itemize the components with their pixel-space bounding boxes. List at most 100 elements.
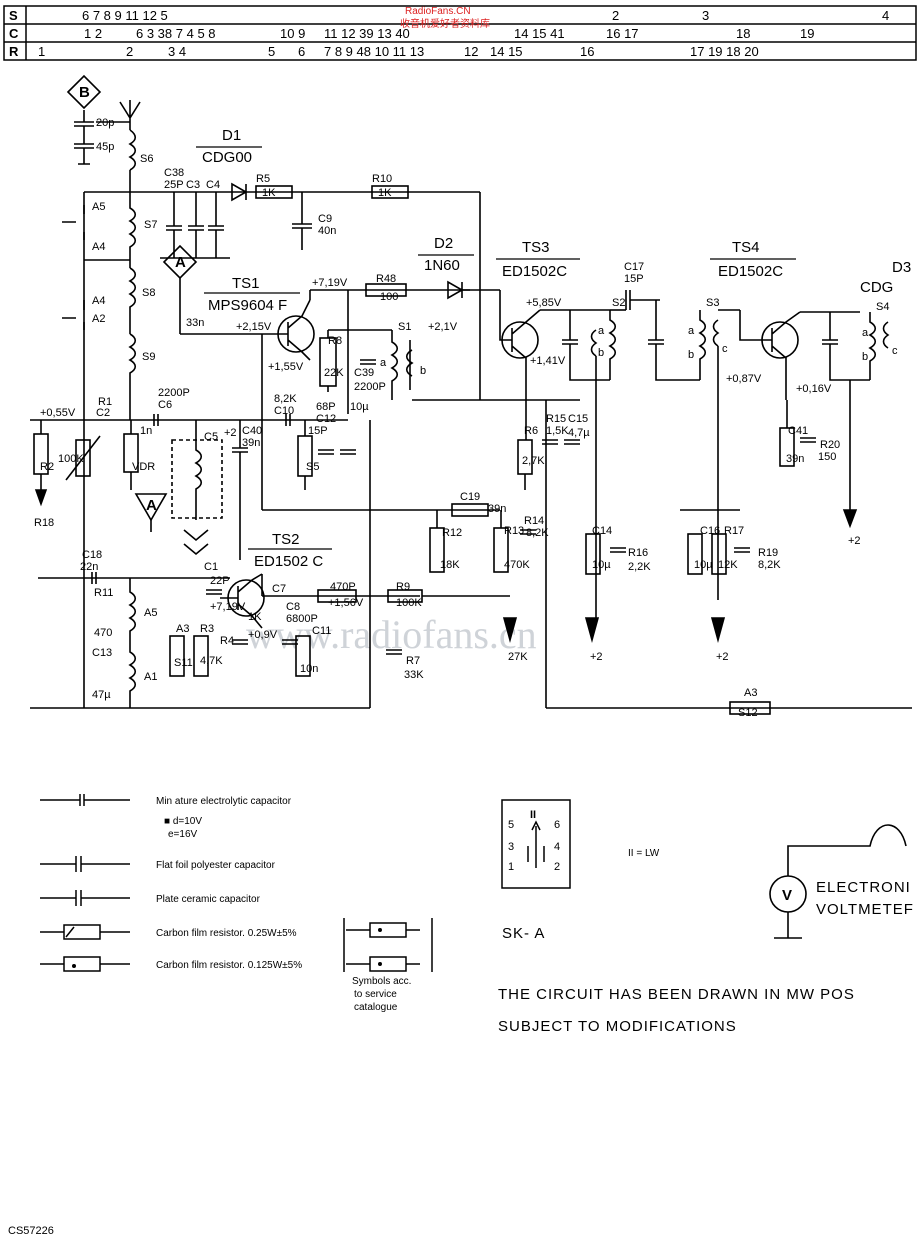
component-label: 45p xyxy=(96,141,114,153)
component-label: 8,2K xyxy=(526,527,549,539)
component-label: R1 xyxy=(98,396,112,408)
terminal-b-label: B xyxy=(79,84,90,101)
index-r-entry: 17 19 18 20 xyxy=(690,44,759,59)
component-label: S9 xyxy=(142,351,155,363)
component-label: C3 xyxy=(186,179,200,191)
component-label: A1 xyxy=(144,671,157,683)
component-label: 4,7µ xyxy=(568,427,590,439)
note-drawn-position: THE CIRCUIT HAS BEEN DRAWN IN MW POS xyxy=(498,986,855,1003)
component-label: a xyxy=(380,357,387,369)
switch-mode: II = LW xyxy=(628,848,660,859)
component-label: R15 xyxy=(546,413,566,425)
symbols-note-1: Symbols acc. xyxy=(352,976,411,987)
component-label: 15P xyxy=(308,425,328,437)
component-label: R5 xyxy=(256,173,270,185)
legend-polyester: Flat foil polyester capacitor xyxy=(156,860,276,871)
component-label: C15 xyxy=(568,413,588,425)
component-label: +2 xyxy=(0,0,13,3)
index-row-c-label: C xyxy=(9,26,19,41)
component-label: 2,2K xyxy=(628,561,651,573)
d1-type: CDG00 xyxy=(202,149,252,166)
ts2-ref: TS2 xyxy=(272,531,300,548)
legend-electrolytic: Min ature electrolytic capacitor xyxy=(156,796,292,807)
note-modifications: SUBJECT TO MODIFICATIONS xyxy=(498,1018,737,1035)
component-label: S8 xyxy=(142,287,155,299)
component-label: C1 xyxy=(204,561,218,573)
component-label: 6800P xyxy=(286,613,318,625)
stage-headings: D1 CDG00 D2 1N60 TS3 ED1502C TS4 ED1502C… xyxy=(196,127,911,570)
component-label: 22n xyxy=(80,561,98,573)
component-label: C11 xyxy=(312,625,331,637)
index-r-entry: 5 xyxy=(268,44,275,59)
component-label: A3 xyxy=(176,623,189,635)
voltmeter-symbol xyxy=(769,824,907,939)
component-label: 40n xyxy=(318,225,336,237)
component-label: +1,56V xyxy=(328,597,364,609)
component-label: S12 xyxy=(738,707,758,719)
component-label: C13 xyxy=(92,647,112,659)
component-label: C4 xyxy=(206,179,220,191)
legend-resistor-0125w: Carbon film resistor. 0.125W±5% xyxy=(156,960,302,971)
component-label: S1 xyxy=(398,321,411,333)
component-label: S11 xyxy=(174,657,193,669)
component-label: C5 xyxy=(204,431,218,443)
component-label: R48 xyxy=(376,273,396,285)
component-label: C41 xyxy=(788,425,808,437)
ts3-ref: TS3 xyxy=(522,239,550,256)
component-label: a xyxy=(688,325,695,337)
component-label: R3 xyxy=(200,623,214,635)
component-label: S4 xyxy=(876,301,889,313)
component-label: A3 xyxy=(744,687,757,699)
component-label: 33n xyxy=(186,317,204,329)
index-c-entry: 18 xyxy=(736,26,750,41)
terminal-a-label: A xyxy=(175,254,186,271)
component-label: 1K xyxy=(378,187,392,199)
component-label: R6 xyxy=(524,425,538,437)
component-label: R11 xyxy=(94,587,113,599)
component-label: 22K xyxy=(324,367,344,379)
index-r-entry: 6 xyxy=(298,44,305,59)
component-label: C8 xyxy=(286,601,300,613)
component-label: a xyxy=(862,327,869,339)
component-label: R19 xyxy=(758,547,778,559)
component-label: 150 xyxy=(818,451,836,463)
index-c-entry: 6 3 38 7 4 5 8 xyxy=(136,26,216,41)
index-c-entry: 16 17 xyxy=(606,26,639,41)
component-label: C17 xyxy=(624,261,644,273)
component-label: +1,55V xyxy=(268,361,304,373)
resistor-dot xyxy=(72,964,76,968)
symbols-note-3: catalogue xyxy=(354,1002,398,1013)
voltmeter-line1: ELECTRONI xyxy=(816,879,911,896)
switch-block xyxy=(501,799,571,889)
index-s-entry: 6 7 8 9 11 12 5 xyxy=(82,8,168,23)
component-label: R7 xyxy=(406,655,420,667)
d3-type: CDG xyxy=(860,279,893,296)
component-label: b xyxy=(420,365,426,377)
index-row-s-label: S xyxy=(9,8,18,23)
component-label: 27K xyxy=(508,651,528,663)
component-label: C10 xyxy=(274,405,294,417)
ts4-type: ED1502C xyxy=(718,263,783,280)
component-label: R4 xyxy=(220,635,234,647)
component-label: R18 xyxy=(34,517,54,529)
ts1-type: MPS9604 F xyxy=(208,297,287,314)
component-label: b xyxy=(598,347,604,359)
component-label: +5,85V xyxy=(526,297,562,309)
component-label: C2 xyxy=(96,407,110,419)
component-label: R14 xyxy=(524,515,544,527)
component-label: C14 xyxy=(592,525,612,537)
component-label: 10µ xyxy=(592,559,611,571)
component-label: C6 xyxy=(158,399,172,411)
d3-ref: D3 xyxy=(892,259,911,276)
component-label: 8,2K xyxy=(274,393,297,405)
component-label: C19 xyxy=(460,491,480,503)
index-row-r-label: R xyxy=(9,44,19,59)
index-r-entry: 16 xyxy=(580,44,594,59)
component-label: R10 xyxy=(372,173,392,185)
component-label: 470K xyxy=(504,559,530,571)
resistor-dot xyxy=(378,928,382,932)
watermark-cn: 收音机爱好者资料库 xyxy=(400,17,490,30)
ts2-type: ED1502 C xyxy=(254,553,323,570)
component-label: +2 xyxy=(224,427,237,439)
component-label: c xyxy=(722,343,728,355)
